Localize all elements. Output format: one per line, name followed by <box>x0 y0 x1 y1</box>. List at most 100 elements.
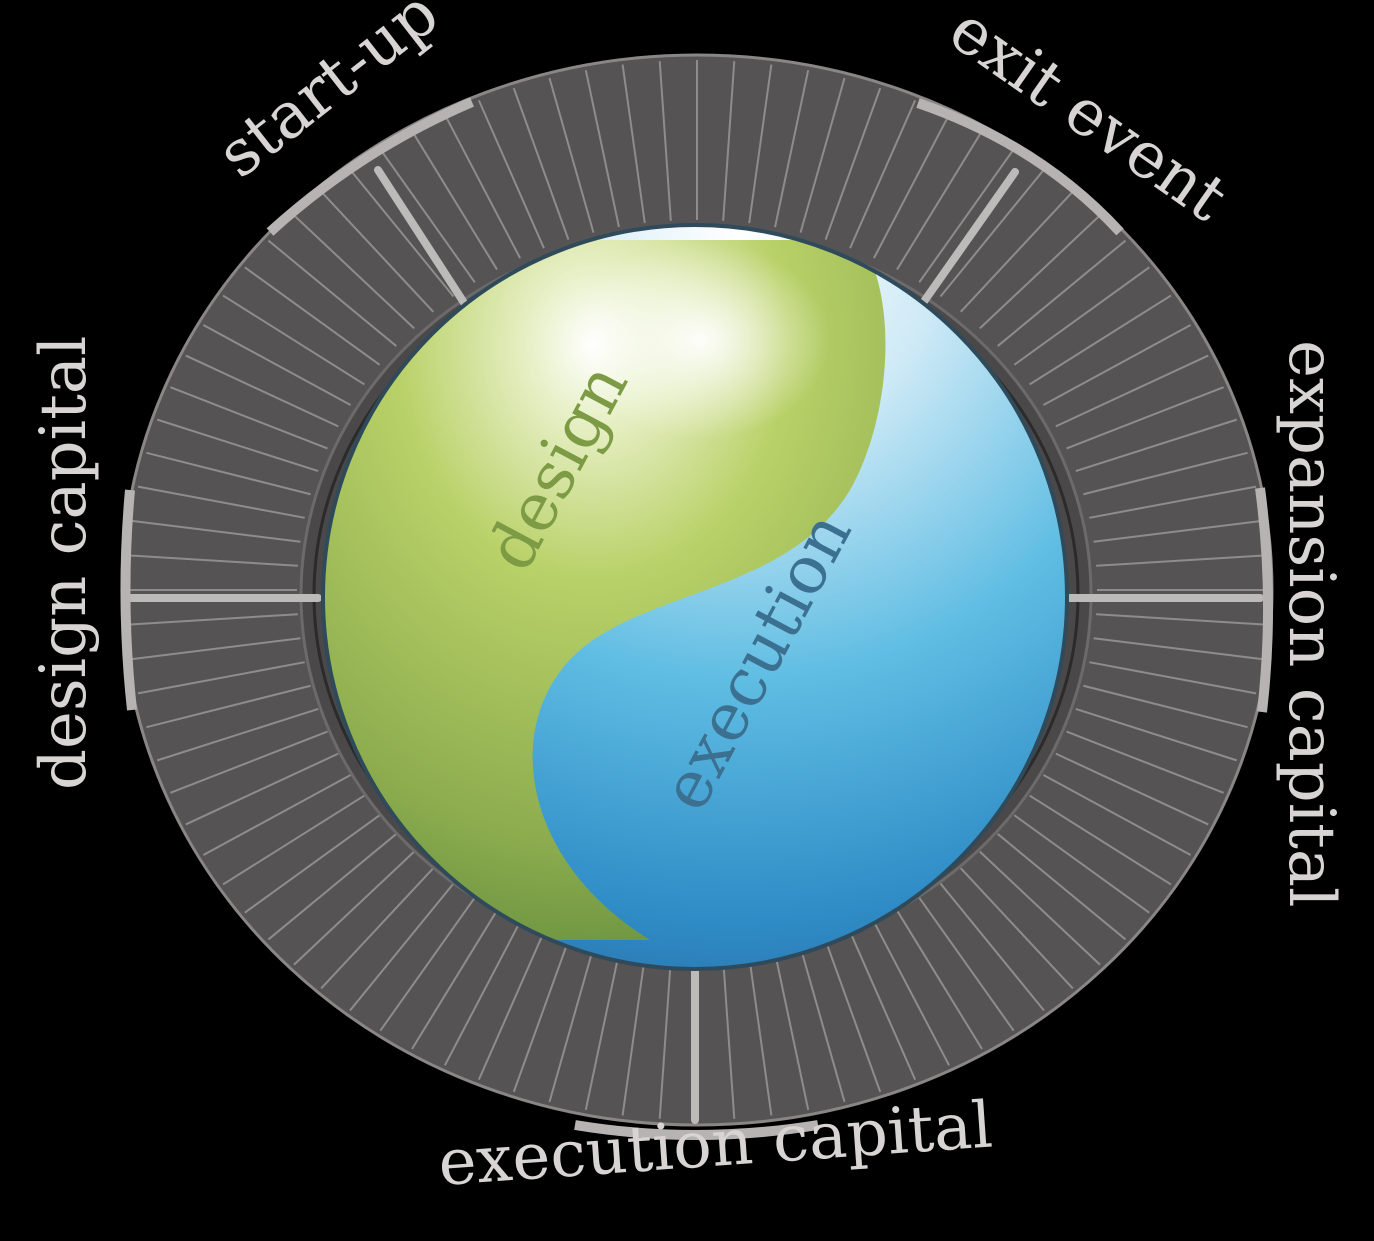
ring-segment-divider <box>621 64 646 224</box>
ring-segment-divider <box>349 882 455 1012</box>
stage-label-expansion-capital: expansion capital <box>1274 340 1348 908</box>
ring-segment-divider <box>774 69 810 228</box>
ring-segment-divider <box>584 952 620 1111</box>
ring-segment-divider <box>146 451 311 496</box>
ring-segment-divider <box>170 386 328 450</box>
ring-segment-divider <box>722 61 736 221</box>
ring-segment-divider <box>170 730 328 794</box>
ring-segment-divider <box>849 931 917 1081</box>
ring-segment-divider <box>748 956 773 1116</box>
ring-segment-divider <box>444 921 521 1066</box>
ring-segment-divider <box>584 69 620 228</box>
ring-segment-divider <box>873 921 950 1066</box>
ring-segment-divider <box>1042 774 1192 856</box>
ring-segment-divider <box>1093 519 1263 543</box>
ring-segment-divider <box>1055 354 1209 428</box>
ring-segment-divider <box>477 99 545 249</box>
ring-segment-divider <box>1096 613 1266 626</box>
ring-segment-divider <box>1089 485 1257 519</box>
ring-segment-divider <box>293 214 415 330</box>
ring-segment-divider <box>137 485 305 519</box>
ring-segment-divider <box>997 239 1127 347</box>
ring-segment-divider <box>824 87 882 240</box>
ring-segment-divider <box>849 99 917 249</box>
stage-label-design-capital: design capital <box>27 336 101 790</box>
ring-segments <box>127 60 1267 1120</box>
ring-segment-divider <box>128 554 298 567</box>
ring-segment-divider <box>267 833 397 941</box>
ring-segment-divider <box>411 130 498 271</box>
core-highlight <box>570 240 830 440</box>
ring-segment-divider <box>379 897 476 1032</box>
ring-segment-divider <box>658 959 672 1119</box>
ring-segment-divider <box>349 168 455 298</box>
ring-segment-divider <box>202 324 352 406</box>
ring-segment-divider <box>146 684 311 729</box>
ring-segment-divider <box>512 87 570 240</box>
ring-segment-divider <box>1013 814 1150 914</box>
ring-segment-divider <box>1075 418 1238 473</box>
ring-segment-divider <box>621 956 646 1116</box>
ring-segment-divider <box>548 947 595 1103</box>
ring-segment-divider <box>320 190 434 313</box>
ring-segment-divider <box>918 148 1015 283</box>
ring-segment-divider <box>873 114 950 259</box>
ring-segment-divider <box>222 794 365 886</box>
ring-segment-divider <box>1066 730 1224 794</box>
ring-segment-divider <box>1055 752 1209 826</box>
ring-segment-divider <box>222 294 365 386</box>
ring-segment-divider <box>444 114 521 259</box>
ring-segment-divider <box>774 952 810 1111</box>
ring-segment-divider <box>131 519 301 543</box>
ring-segment-divider <box>799 947 846 1103</box>
ring-segment-divider <box>137 661 305 695</box>
ring-segment-divider <box>722 959 736 1119</box>
ring-segment-divider <box>1083 451 1248 496</box>
ring-segment-divider <box>997 833 1127 941</box>
ring-segment-divider <box>748 64 773 224</box>
ring-segment-divider <box>156 418 319 473</box>
ring-segment-divider <box>799 77 846 233</box>
ring-segment-divider <box>1013 266 1150 366</box>
ring-segment-divider <box>1042 324 1192 406</box>
ring-segment-divider <box>267 239 397 347</box>
ring-segment-divider <box>918 897 1015 1032</box>
ring-segment-divider <box>379 148 476 283</box>
ring-segment-divider <box>960 867 1074 990</box>
ring-segment-divider <box>477 931 545 1081</box>
ring-segment-divider <box>1089 661 1257 695</box>
ring-segment-divider <box>960 190 1074 313</box>
ring-segment-divider <box>1029 794 1172 886</box>
ring-segment-divider <box>512 940 570 1093</box>
ring-segment-divider <box>244 814 381 914</box>
ring-segment-divider <box>131 637 301 661</box>
ring-segment-divider <box>128 613 298 626</box>
ring-segment-divider <box>1075 707 1238 762</box>
ring-segment-divider <box>824 940 882 1093</box>
ring-segment-divider <box>939 882 1045 1012</box>
ring-segment-divider <box>939 168 1045 298</box>
ring-segment-divider <box>156 707 319 762</box>
ring-segment-divider <box>320 867 434 990</box>
stage-arc-markers <box>120 97 1274 1140</box>
ring-segment-divider <box>548 77 595 233</box>
ring-segment-divider <box>1083 684 1248 729</box>
ring-segment-divider <box>1029 294 1172 386</box>
ring-segment-divider <box>979 214 1101 330</box>
ring-segment-divider <box>1066 386 1224 450</box>
ring-segment-divider <box>244 266 381 366</box>
ring-segment-divider <box>1093 637 1263 661</box>
ring-segment-divider <box>202 774 352 856</box>
ring-segment-divider <box>185 752 339 826</box>
ring-segment-divider <box>1096 554 1266 567</box>
core-outline <box>321 223 1069 971</box>
stage-dividers <box>126 166 1264 1124</box>
ring-segment-divider <box>896 130 983 271</box>
ring-segment-divider <box>293 850 415 966</box>
ring-segment-divider <box>896 909 983 1050</box>
ring-segment-divider <box>185 354 339 428</box>
ring-segment-divider <box>979 850 1101 966</box>
core-sphere <box>323 225 1067 969</box>
ring-segment-divider <box>658 61 672 221</box>
